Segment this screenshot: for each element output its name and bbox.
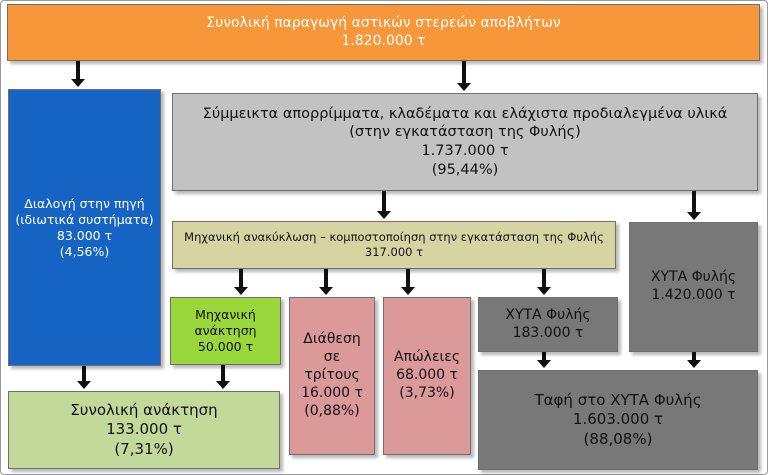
third-party-line3: τρίτους [304, 367, 360, 384]
landfill-direct-box: ΧΥΤΑ Φυλής 1.420.000 τ [629, 222, 758, 352]
arrow-recovery-to-total-recovery [216, 365, 230, 389]
third-party-line1: Διάθεση [303, 331, 361, 348]
burial-percent: (88,08%) [583, 429, 653, 448]
arrow-mechanical-to-landfill [537, 269, 551, 295]
landfill-burial-box: Ταφή στο ΧΥΤΑ Φυλής 1.603.000 τ (88,08%) [478, 370, 758, 470]
mixed-waste-box: Σύμμεικτα απορρίμματα, κλαδέματα και ελά… [172, 93, 758, 191]
total-production-box: Συνολική παραγωγή αστικών στερεών αποβλή… [7, 4, 760, 61]
arrow-total-to-source [71, 61, 85, 87]
losses-box: Απώλειες 68.000 τ (3,73%) [383, 297, 471, 455]
losses-title: Απώλειες [393, 349, 461, 366]
third-party-value: 16.000 τ [301, 384, 363, 401]
landfill-mechanical-title: ΧΥΤΑ Φυλής [505, 306, 591, 323]
mixed-waste-title: Σύμμεικτα απορρίμματα, κλαδέματα και ελά… [202, 105, 728, 122]
third-party-line2: σε [323, 349, 341, 366]
landfill-direct-value: 1.420.000 τ [651, 287, 736, 303]
source-separation-percent: (4,56%) [59, 243, 110, 259]
arrow-mixed-to-landfill-direct [687, 191, 701, 220]
source-separation-title: Διαλογή στην πηγή [24, 195, 145, 211]
total-recovery-title: Συνολική ανάκτηση [70, 401, 218, 420]
mixed-waste-percent: (95,44%) [431, 161, 499, 178]
mechanical-recovery-line2: ανάκτηση [194, 323, 257, 338]
arrow-mechanical-to-losses [401, 269, 415, 295]
third-party-disposal-box: Διάθεση σε τρίτους 16.000 τ (0,88%) [289, 297, 375, 455]
source-separation-subtitle: (ιδιωτικά συστήματα) [15, 211, 154, 227]
landfill-direct-title: ΧΥΤΑ Φυλής [650, 269, 737, 286]
mechanical-recovery-line1: Μηχανική [195, 307, 256, 322]
losses-percent: (3,73%) [399, 384, 455, 401]
arrow-source-to-total-recovery [77, 366, 91, 389]
mechanical-recycling-value: 317.000 τ [364, 245, 424, 259]
total-recovery-box: Συνολική ανάκτηση 133.000 τ (7,31%) [8, 391, 280, 469]
burial-title: Ταφή στο ΧΥΤΑ Φυλής [534, 391, 702, 410]
arrow-total-to-mixed [457, 61, 471, 91]
mechanical-recycling-box: Μηχανική ανακύκλωση – κομποστοποίηση στη… [172, 221, 616, 269]
arrow-mixed-to-mechanical [377, 191, 391, 219]
burial-value: 1.603.000 τ [572, 410, 664, 429]
landfill-mechanical-residue-box: ΧΥΤΑ Φυλής 183.000 τ [478, 297, 618, 352]
source-separation-box: Διαλογή στην πηγή (ιδιωτικά συστήματα) 8… [8, 89, 161, 366]
arrow-mechanical-to-recovery [234, 269, 248, 295]
mechanical-recovery-box: Μηχανική ανάκτηση 50.000 τ [170, 297, 281, 365]
losses-value: 68.000 τ [396, 367, 458, 384]
total-title: Συνολική παραγωγή αστικών στερεών αποβλή… [206, 14, 561, 31]
total-value: 1.820.000 τ [341, 32, 426, 49]
total-recovery-value: 133.000 τ [106, 420, 182, 439]
source-separation-value: 83.000 τ [56, 227, 113, 243]
arrow-landfill-to-burial [537, 352, 551, 368]
mixed-waste-subtitle: (στην εγκατάσταση της Φυλής) [349, 124, 581, 141]
arrow-landfill-direct-to-burial [687, 352, 701, 368]
landfill-mechanical-value: 183.000 τ [512, 324, 584, 341]
mechanical-recovery-value: 50.000 τ [197, 339, 254, 354]
mixed-waste-value: 1.737.000 τ [421, 143, 509, 159]
total-recovery-percent: (7,31%) [114, 439, 174, 458]
mechanical-recycling-title: Μηχανική ανακύκλωση – κομποστοποίηση στη… [184, 230, 604, 245]
arrow-mechanical-to-third-party [319, 269, 333, 295]
third-party-percent: (0,88%) [304, 402, 360, 419]
